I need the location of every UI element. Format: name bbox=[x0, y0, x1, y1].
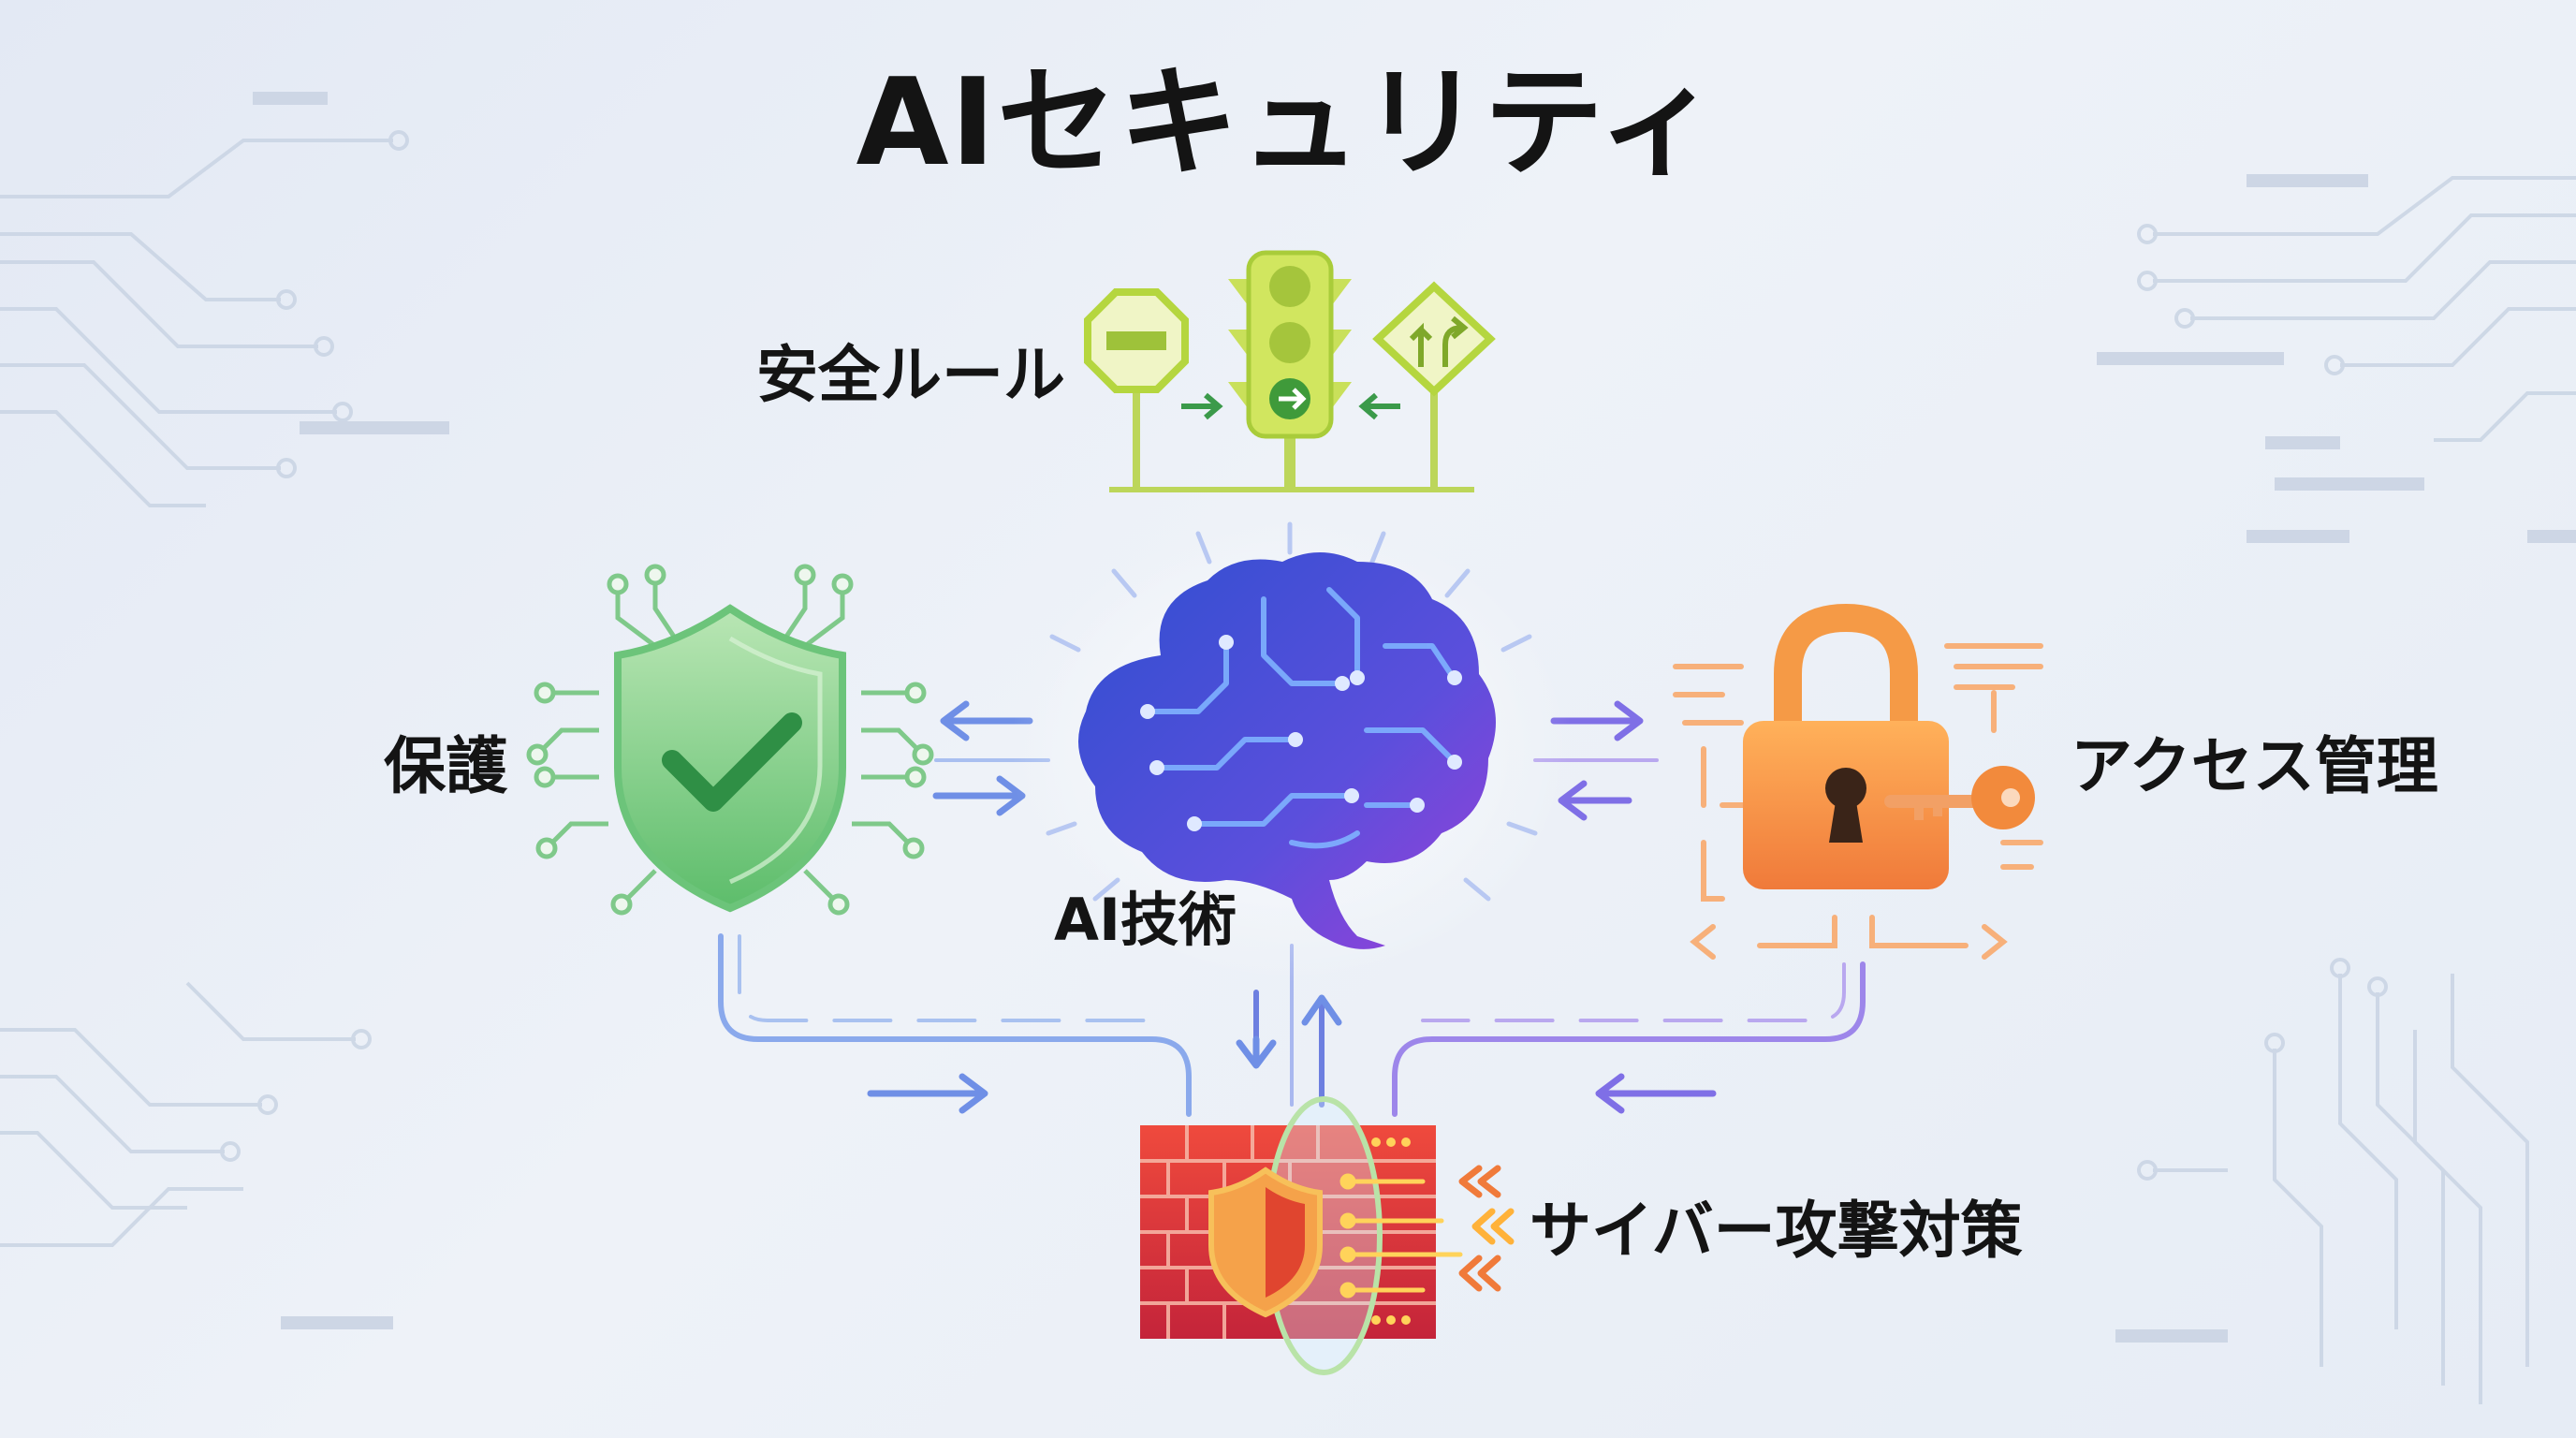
label-cyber-defense: サイバー攻撃対策 bbox=[1530, 1195, 2023, 1267]
arrow-access-to-ai bbox=[1558, 780, 1632, 821]
shield-icon bbox=[526, 564, 934, 916]
direction-sign-icon bbox=[1372, 281, 1496, 489]
diagram-title: AIセキュリティ bbox=[856, 53, 1720, 193]
stop-sign-icon bbox=[1084, 288, 1189, 489]
label-protection: 保護 bbox=[384, 730, 507, 802]
brain-icon bbox=[1011, 515, 1573, 983]
key-icon bbox=[1884, 766, 2035, 829]
traffic-light-icon bbox=[1084, 250, 1496, 492]
background-dash-marks bbox=[253, 92, 2576, 1343]
label-safety-rules: 安全ルール bbox=[756, 339, 1065, 411]
label-access-control: アクセス管理 bbox=[2071, 730, 2438, 802]
background-circuit-right bbox=[2137, 176, 2576, 1404]
connector-protect-to-cyber bbox=[718, 933, 1192, 1117]
arrow-to-cyber-left bbox=[867, 1073, 988, 1114]
checkmark-icon bbox=[662, 712, 802, 812]
traffic-signal-icon bbox=[1228, 250, 1352, 492]
firewall-icon bbox=[1140, 1096, 1515, 1375]
connector-lines bbox=[718, 933, 1866, 1117]
background-circuit-left bbox=[0, 130, 409, 1247]
arrow-to-cyber-right bbox=[1595, 1073, 1717, 1114]
arrow-protect-to-ai bbox=[932, 775, 1026, 816]
connector-access-to-cyber bbox=[1392, 961, 1866, 1117]
padlock-icon bbox=[1673, 603, 2043, 960]
label-ai-technology: AI技術 bbox=[1054, 886, 1237, 954]
